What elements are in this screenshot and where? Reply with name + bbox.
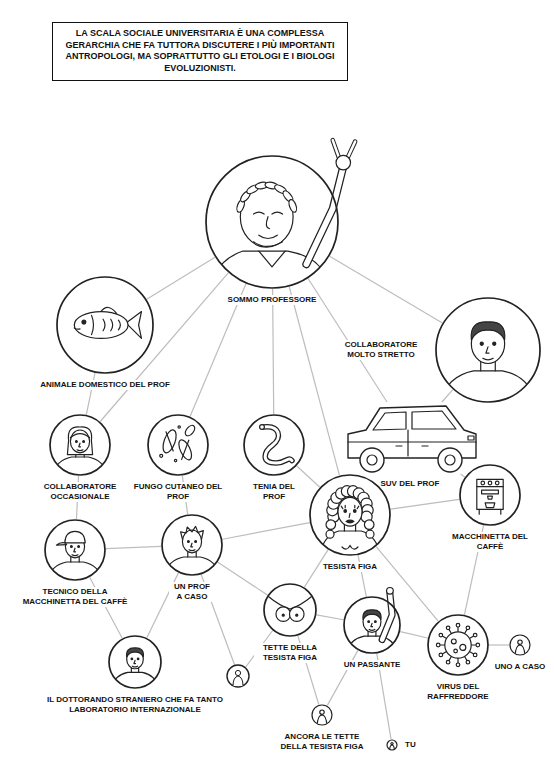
portrait-node: UN PROF A CASO xyxy=(160,513,224,602)
connector-line xyxy=(273,289,274,414)
portrait-node: TECNICO DELLA MACCHINETTA DEL CAFFÈ xyxy=(16,518,134,607)
node-label: TU xyxy=(403,740,418,750)
node-label: TESISTA FIGA xyxy=(321,562,379,572)
connector-line xyxy=(222,523,309,540)
portrait-node: COLLABORATORE OCCASIONALE xyxy=(37,413,123,502)
portrait-circle xyxy=(262,582,318,638)
portrait-node: FUNGO CUTANEO DEL PROF xyxy=(130,413,226,502)
portrait-circle xyxy=(434,296,542,404)
portrait-node: SOMMO PROFESSORE xyxy=(204,154,340,305)
portrait-node: VIRUS DEL RAFFREDDORE xyxy=(421,613,495,702)
portrait-circle xyxy=(308,473,392,557)
portrait-circle xyxy=(160,513,224,577)
portrait-circle xyxy=(508,633,532,657)
connector-line xyxy=(391,499,460,509)
portrait-circle xyxy=(204,154,340,290)
portrait-circle xyxy=(310,703,334,727)
portrait-circle xyxy=(43,518,107,582)
portrait-circle xyxy=(385,738,399,752)
portrait-circle xyxy=(107,634,163,690)
connector-line xyxy=(147,257,215,299)
connector-line xyxy=(327,650,358,705)
node-label: VIRUS DEL RAFFREDDORE xyxy=(421,682,495,702)
tiny-person-circle xyxy=(227,665,249,687)
connector-line xyxy=(330,256,443,323)
portrait-node: ANIMALE DOMESTICO DEL PROF xyxy=(38,275,172,390)
portrait-circle xyxy=(242,413,306,477)
connector-line xyxy=(442,390,453,402)
portrait-node: COLLABORATORE MOLTO STRETTO xyxy=(336,296,542,404)
node-label: UNO A CASO xyxy=(493,662,548,672)
connector-line xyxy=(400,632,428,638)
node-label: SUV DEL PROF xyxy=(379,479,442,489)
portrait-node: IL DOTTORANDO STRANIERO CHE FA TANTO LAB… xyxy=(35,634,235,715)
portrait-circle xyxy=(458,463,522,527)
node-label: ANCORA LE TETTE DELLA TESISTA FIGA xyxy=(272,732,372,752)
node-label: MACCHINETTA DEL CAFFÈ xyxy=(444,532,536,552)
portrait-node: ANCORA LE TETTE DELLA TESISTA FIGA xyxy=(272,703,372,752)
node-label: IL DOTTORANDO STRANIERO CHE FA TANTO LAB… xyxy=(35,695,235,715)
node-label: COLLABORATORE MOLTO STRETTO xyxy=(336,340,426,360)
caption-box: LA SCALA SOCIALE UNIVERSITARIA È UNA COM… xyxy=(52,22,348,81)
connector-line xyxy=(461,474,465,477)
portrait-node: MACCHINETTA DEL CAFFÈ xyxy=(444,463,536,552)
node-label: SOMMO PROFESSORE xyxy=(226,295,319,305)
connector-line xyxy=(218,562,268,595)
portrait-node: TETTE DELLA TESISTA FIGA xyxy=(254,582,326,663)
connector-line xyxy=(106,546,161,548)
portrait-node: UNO A CASO xyxy=(493,633,548,672)
car-drawing xyxy=(340,402,480,474)
node-label: TECNICO DELLA MACCHINETTA DEL CAFFÈ xyxy=(16,587,134,607)
node-label: TENIA DEL PROF xyxy=(244,482,304,502)
node-label: ANIMALE DOMESTICO DEL PROF xyxy=(38,380,172,390)
node-label: UN PASSANTE xyxy=(342,660,403,670)
portrait-circle xyxy=(146,413,210,477)
portrait-circle xyxy=(48,413,112,477)
node-label: FUNGO CUTANEO DEL PROF xyxy=(130,482,226,502)
connector-line xyxy=(489,644,509,645)
node-label: TETTE DELLA TESISTA FIGA xyxy=(254,643,326,663)
portrait-node: UN PASSANTE xyxy=(342,595,403,670)
node-label: COLLABORATORE OCCASIONALE xyxy=(37,482,123,502)
portrait-circle xyxy=(55,275,155,375)
connector-line xyxy=(317,615,344,620)
portrait-circle xyxy=(342,595,402,655)
portrait-circle xyxy=(426,613,490,677)
node-label: UN PROF A CASO xyxy=(169,582,215,602)
portrait-node: TU xyxy=(385,738,418,752)
portrait-node: TENIA DEL PROF xyxy=(242,413,306,502)
portrait-node: TESISTA FIGA xyxy=(308,473,392,572)
